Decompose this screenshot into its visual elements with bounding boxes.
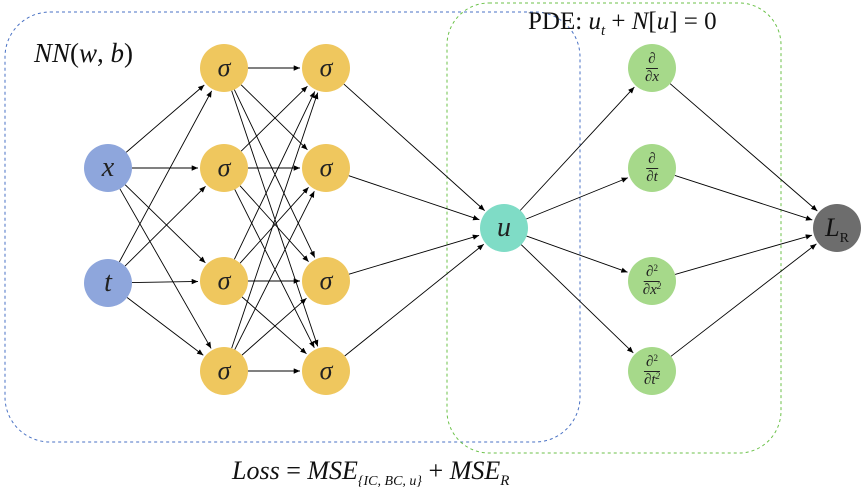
pde-bracket-close: ] = 0: [669, 8, 717, 35]
loss-mse2: MSE: [449, 456, 501, 485]
loss-eq: =: [279, 456, 308, 485]
nn-box: [4, 11, 581, 443]
node-label-u: u: [497, 212, 511, 243]
node-x: [84, 144, 132, 192]
node-label-h2-2: σ: [319, 266, 333, 295]
nn-prefix: NN: [34, 38, 71, 68]
pde-bracket-u: u: [656, 8, 670, 35]
pde-label: PDE: ut + N[u] = 0: [528, 8, 717, 39]
loss-mse1-sub: {IC, BC, u}: [357, 474, 423, 490]
edge-d2-lr: [674, 234, 813, 275]
pde-prefix: PDE:: [528, 8, 589, 35]
edge-h10-h21: [240, 84, 308, 151]
edge-in0-h12: [124, 184, 206, 264]
node-h1-1: [200, 144, 248, 192]
edge-u-d1: [526, 177, 629, 220]
node-label-h1-3: σ: [217, 356, 231, 385]
nn-b: b: [110, 38, 125, 68]
nn-w: w: [79, 38, 98, 68]
node-label-h1-0: σ: [217, 53, 231, 82]
loss-mse2-sub: R: [500, 473, 510, 490]
edge-h13-h21: [234, 191, 315, 350]
edge-in0-h13: [119, 188, 212, 349]
node-label-dt: ∂∂t: [646, 151, 658, 185]
edge-d0-lr: [669, 83, 818, 212]
edge-h22-u: [348, 234, 480, 275]
edges: [118, 65, 818, 374]
pde-box: [446, 2, 782, 454]
loss-mse1: MSE: [307, 456, 358, 485]
node-label-lr: LR: [825, 213, 849, 247]
node-label-h2-3: σ: [319, 356, 333, 385]
pde-plus: +: [605, 8, 632, 35]
node-label-h1-2: σ: [217, 266, 231, 295]
node-h1-3: [200, 347, 248, 395]
node-h1-0: [200, 44, 248, 92]
node-t: [84, 259, 132, 307]
node-label-t: t: [104, 267, 112, 298]
edge-h10-h22: [233, 89, 316, 258]
loss-word: Loss: [232, 456, 280, 485]
node-label-h1-1: σ: [217, 153, 231, 182]
node-h2-0: [302, 44, 350, 92]
edge-h12-h21: [239, 186, 309, 264]
node-label-h2-1: σ: [319, 153, 333, 182]
pde-u-sub: t: [600, 23, 606, 39]
nn-comma: ,: [97, 38, 111, 68]
edge-h23-u: [344, 243, 485, 357]
edge-h12-h23: [241, 296, 307, 355]
node-label-h2-0: σ: [319, 53, 333, 82]
edge-in1-h10: [118, 90, 213, 263]
edge-in1-h12: [131, 278, 199, 285]
edge-h11-h23: [234, 189, 315, 348]
node-h2-2: [302, 257, 350, 305]
edge-u-d2: [526, 235, 628, 273]
nn-label: NN(w, b): [34, 38, 133, 69]
edge-h12-h20: [233, 91, 316, 260]
edge-h10-h23: [231, 90, 319, 347]
edge-u-d0: [519, 86, 635, 211]
edge-h11-h20: [240, 85, 308, 152]
node-u: [480, 204, 528, 252]
node-h2-3: [302, 347, 350, 395]
edge-u-d3: [520, 244, 634, 354]
nodes: [84, 44, 861, 395]
loss-plus: +: [422, 456, 450, 485]
node-h2-1: [302, 144, 350, 192]
node-label-dx2: ∂2∂x2: [642, 263, 662, 298]
edge-h13-h20: [231, 92, 319, 349]
node-label-x: x: [101, 152, 115, 183]
pde-bracket-open: [: [648, 8, 657, 35]
edge-in1-h11: [124, 185, 206, 267]
edge-in1-h13: [126, 297, 204, 356]
pde-u: u: [588, 8, 601, 35]
node-h1-2: [200, 257, 248, 305]
node-lr: [813, 204, 861, 252]
edge-h13-h22: [241, 297, 307, 356]
node-label-dx: ∂∂x: [644, 51, 660, 85]
edge-h11-h22: [239, 185, 309, 263]
nn-paren-close: ): [124, 38, 134, 68]
edge-h20-u: [343, 83, 485, 211]
node-label-dt2: ∂2∂t2: [643, 353, 661, 388]
edge-h21-u: [348, 175, 480, 221]
loss-label: Loss = MSE{IC, BC, u} + MSER: [232, 456, 510, 490]
edge-in0-h10: [125, 84, 205, 153]
pde-N: N: [631, 8, 649, 35]
nn-paren-open: (: [70, 38, 80, 68]
edge-d3-lr: [670, 243, 817, 357]
edge-d1-lr: [674, 174, 813, 221]
